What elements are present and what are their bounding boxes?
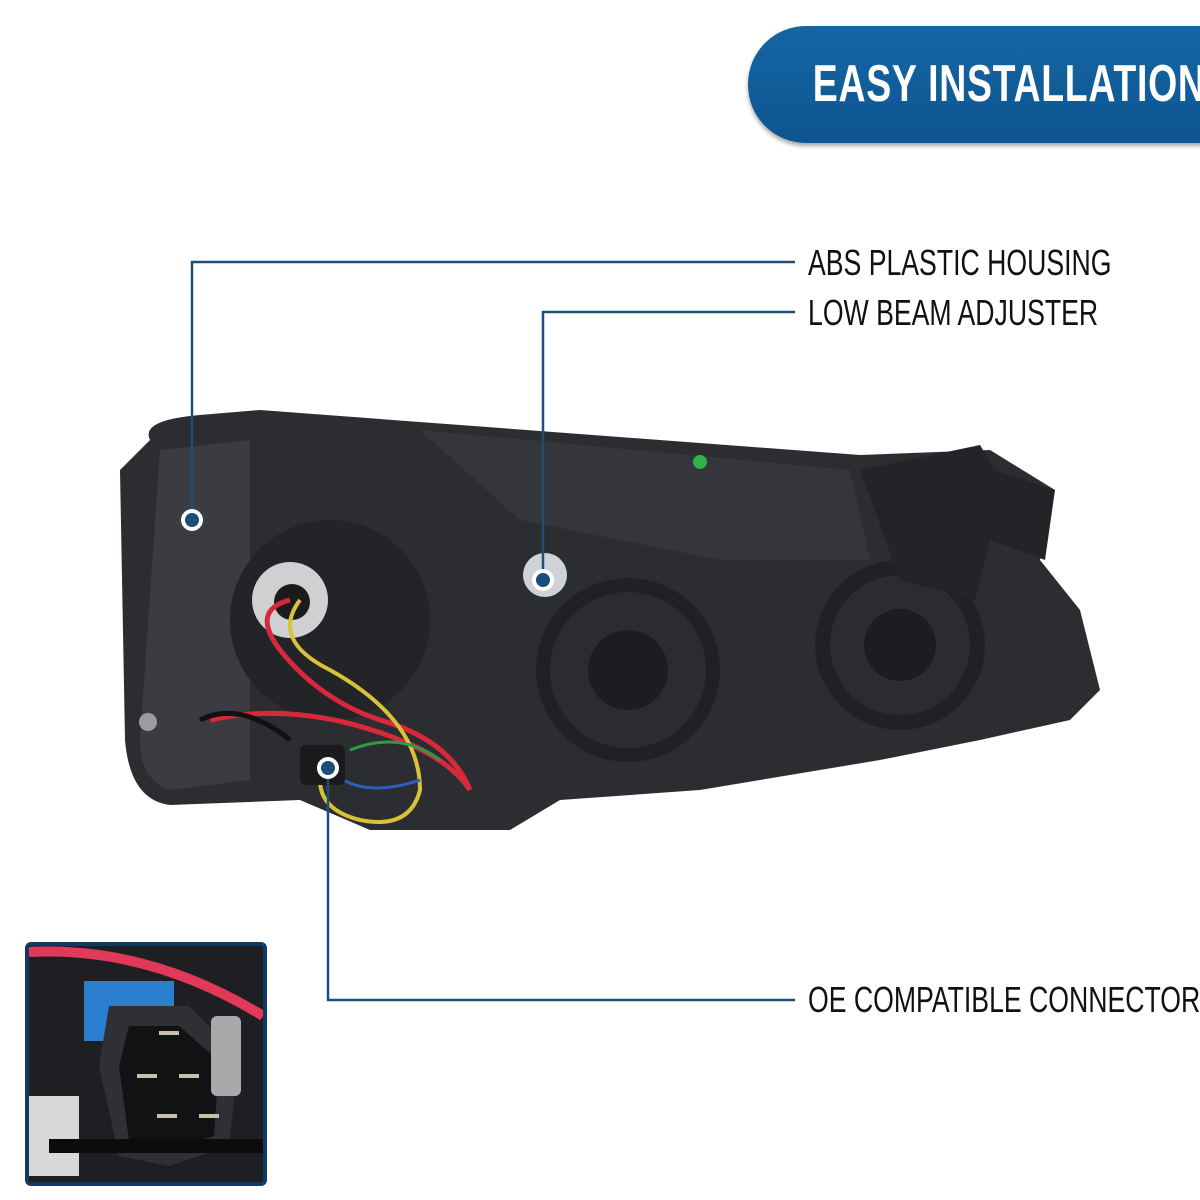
- callout-line-housing: [190, 260, 795, 520]
- callout-dot-icon: [181, 509, 554, 779]
- title-banner: EASY INSTALLATION: [748, 26, 1200, 143]
- callout-label-housing: ABS PLASTIC HOUSING: [808, 242, 1112, 283]
- callout-line-adjuster: [541, 310, 795, 580]
- connector-closeup-inset: [25, 942, 267, 1186]
- yellow-wire: [288, 598, 423, 824]
- banner-title: EASY INSTALLATION: [813, 55, 1200, 113]
- callout-line-connector: [326, 768, 795, 1002]
- red-wire: [264, 597, 473, 791]
- callout-label-adjuster: LOW BEAM ADJUSTER: [808, 292, 1099, 333]
- callout-label-connector: OE COMPATIBLE CONNECTOR: [808, 979, 1200, 1020]
